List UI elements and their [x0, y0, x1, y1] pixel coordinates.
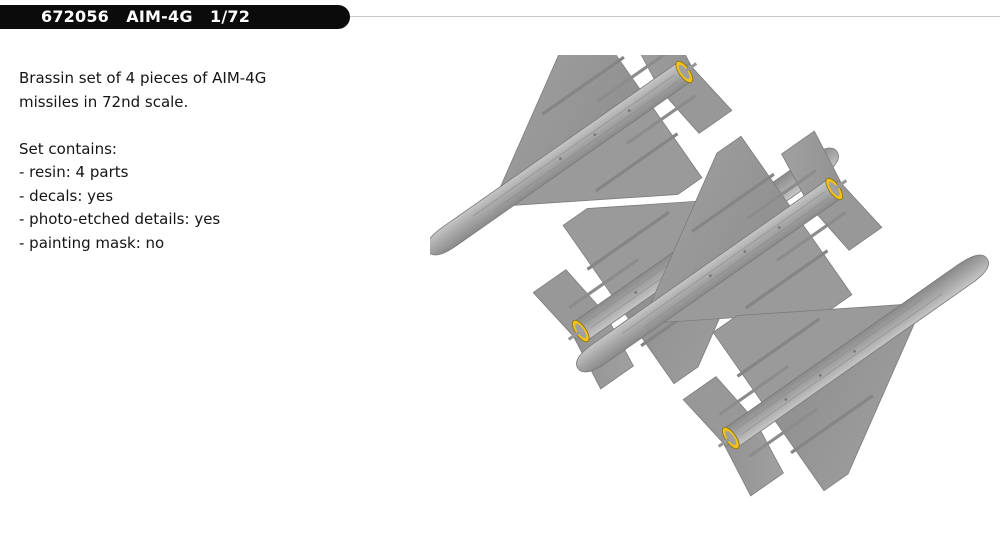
title-bar: 672056 AIM-4G 1/72: [0, 5, 350, 29]
title-divider: [350, 16, 1000, 17]
contents-heading: Set contains:: [19, 139, 117, 158]
product-description: Brassin set of 4 pieces of AIM-4G missil…: [19, 67, 339, 255]
contents-item-painting-mask: - painting mask: no: [19, 233, 165, 252]
description-line: Brassin set of 4 pieces of AIM-4G: [19, 69, 267, 87]
spacer: [19, 114, 339, 138]
contents-item-decals: - decals: yes: [19, 186, 114, 205]
contents-item-resin: - resin: 4 parts: [19, 163, 129, 181]
missile-product-render: [430, 55, 1000, 525]
product-title: 672056 AIM-4G 1/72: [41, 7, 251, 26]
contents-item-photo-etched: - photo-etched details: yes: [19, 210, 221, 228]
description-line: missiles in 72nd scale.: [19, 92, 189, 111]
